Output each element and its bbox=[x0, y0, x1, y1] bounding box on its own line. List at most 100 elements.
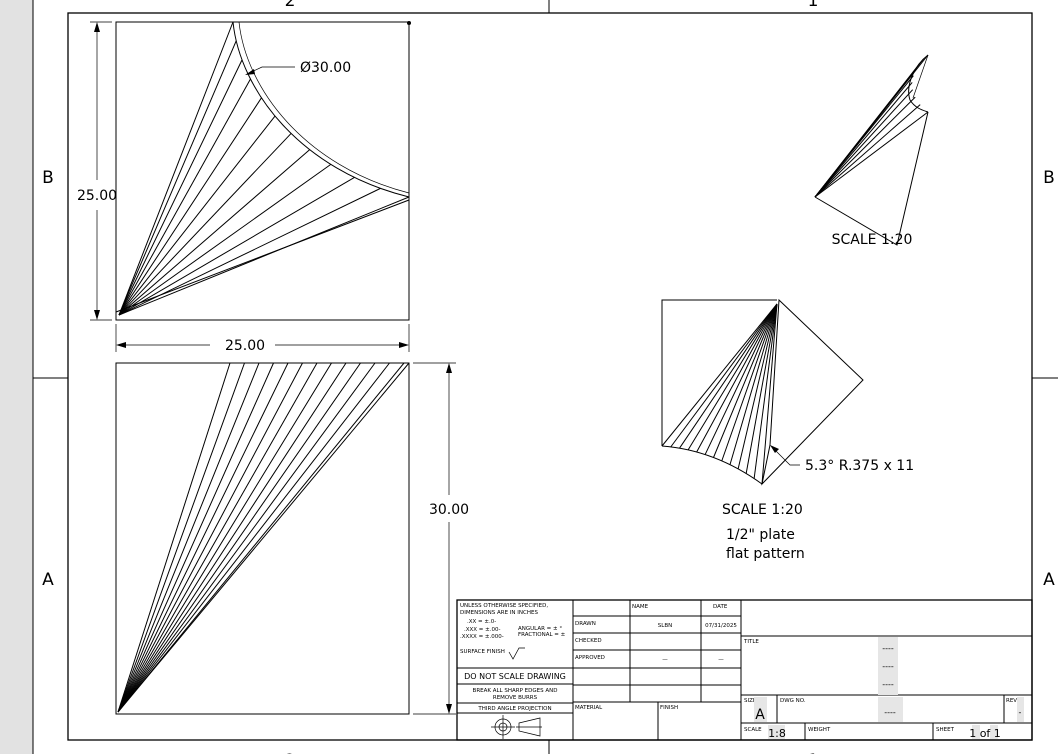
fan-line bbox=[117, 362, 231, 713]
fan-line bbox=[118, 163, 332, 316]
svg-text:FINISH: FINISH bbox=[660, 705, 678, 711]
zone-label: A bbox=[1043, 570, 1055, 590]
svg-text:.XXXX = ±.000-: .XXXX = ±.000- bbox=[460, 634, 504, 640]
fan-line bbox=[118, 40, 237, 316]
fan-line bbox=[687, 303, 778, 451]
fan-line bbox=[118, 59, 243, 316]
zone-label: B bbox=[1043, 168, 1055, 188]
zone-label: A bbox=[42, 570, 54, 590]
svg-text:1/2" plate: 1/2" plate bbox=[726, 527, 795, 543]
fan-line bbox=[814, 89, 914, 198]
fan-line bbox=[117, 362, 410, 713]
svg-text:DRAWN: DRAWN bbox=[575, 621, 596, 627]
svg-text:THIRD ANGLE PROJECTION: THIRD ANGLE PROJECTION bbox=[477, 706, 551, 712]
surface-finish-icon bbox=[508, 647, 525, 660]
fan-line bbox=[117, 362, 289, 713]
svg-text:CHECKED: CHECKED bbox=[575, 638, 602, 644]
svg-text:SURFACE FINISH: SURFACE FINISH bbox=[460, 649, 505, 655]
fan-line bbox=[118, 196, 410, 316]
fan-line bbox=[814, 75, 914, 198]
front-view[interactable]: 30.00 bbox=[115, 362, 469, 715]
svg-text:.XXX = ±.00-: .XXX = ±.00- bbox=[464, 627, 501, 633]
fan-line bbox=[117, 362, 245, 713]
fan-line bbox=[117, 362, 303, 713]
fan-line bbox=[117, 362, 347, 713]
svg-text:1:8: 1:8 bbox=[768, 727, 786, 740]
fan-line bbox=[745, 303, 778, 474]
svg-text:-: - bbox=[1019, 708, 1022, 717]
fan-line bbox=[814, 104, 921, 198]
fan-line bbox=[117, 362, 361, 713]
svg-text:----: ---- bbox=[882, 680, 894, 689]
svg-text:25.00: 25.00 bbox=[77, 188, 117, 204]
svg-text:—: — bbox=[718, 657, 724, 663]
svg-text:1 of 1: 1 of 1 bbox=[969, 727, 1001, 740]
zone-label: B bbox=[42, 168, 54, 188]
zone-label: 2 bbox=[285, 751, 296, 754]
fan-line bbox=[713, 303, 778, 458]
fan-line bbox=[117, 362, 260, 713]
zone-label: 1 bbox=[808, 751, 819, 754]
fan-line bbox=[117, 362, 405, 713]
fan-line bbox=[118, 115, 276, 316]
third-angle-projection-icon bbox=[491, 715, 542, 739]
fan-line bbox=[118, 97, 262, 316]
svg-text:flat pattern: flat pattern bbox=[726, 546, 805, 562]
svg-text:—: — bbox=[662, 657, 668, 663]
svg-text:FRACTIONAL = ±: FRACTIONAL = ± bbox=[518, 632, 566, 638]
title-block: UNLESS OTHERWISE SPECIFIED, DIMENSIONS A… bbox=[456, 599, 1033, 741]
fan-line bbox=[117, 362, 274, 713]
svg-text:DO NOT SCALE DRAWING: DO NOT SCALE DRAWING bbox=[464, 672, 566, 681]
fan-line bbox=[117, 362, 390, 713]
fan-line bbox=[118, 21, 234, 316]
fan-line bbox=[679, 303, 778, 449]
svg-text:----: ---- bbox=[884, 708, 896, 717]
svg-text:REV: REV bbox=[1006, 698, 1017, 704]
fan-line bbox=[761, 303, 778, 485]
fan-line bbox=[118, 78, 251, 316]
fan-line bbox=[814, 96, 916, 198]
svg-text:MATERIAL: MATERIAL bbox=[575, 705, 603, 711]
fan-line bbox=[737, 303, 778, 469]
svg-text:TITLE: TITLE bbox=[743, 639, 759, 645]
svg-text:DIMENSIONS ARE IN INCHES: DIMENSIONS ARE IN INCHES bbox=[460, 610, 538, 616]
fan-line bbox=[117, 362, 376, 713]
svg-text:A: A bbox=[755, 707, 765, 723]
flat-pattern-view[interactable]: 5.3° R.375 x 11 SCALE 1:20 1/2" plate fl… bbox=[661, 298, 914, 562]
fan-line bbox=[704, 303, 778, 455]
svg-text:WEIGHT: WEIGHT bbox=[808, 727, 831, 733]
fan-line bbox=[814, 82, 913, 198]
svg-text:07/31/2025: 07/31/2025 bbox=[705, 623, 737, 629]
svg-text:APPROVED: APPROVED bbox=[575, 655, 605, 661]
fan-line bbox=[721, 303, 778, 462]
svg-text:UNLESS OTHERWISE SPECIFIED,: UNLESS OTHERWISE SPECIFIED, bbox=[460, 603, 548, 609]
dimension-diameter: Ø30.00 bbox=[245, 60, 351, 76]
fan-line bbox=[696, 303, 778, 453]
svg-text:5.3° R.375 x 11: 5.3° R.375 x 11 bbox=[805, 458, 914, 474]
zone-label: 1 bbox=[808, 0, 819, 11]
svg-text:30.00: 30.00 bbox=[429, 502, 469, 518]
svg-text:SIZE: SIZE bbox=[744, 698, 757, 704]
top-view[interactable]: 25.00 25.00 Ø30.00 bbox=[77, 21, 411, 354]
svg-text:DATE: DATE bbox=[713, 604, 728, 610]
zone-label: 2 bbox=[285, 0, 296, 11]
fan-line bbox=[117, 362, 318, 713]
svg-text:SCALE 1:20: SCALE 1:20 bbox=[832, 232, 913, 248]
svg-text:25.00: 25.00 bbox=[225, 338, 265, 354]
fan-line bbox=[117, 362, 332, 713]
fan-line bbox=[118, 176, 355, 316]
fan-line bbox=[753, 303, 778, 479]
dimension-width: 25.00 bbox=[115, 324, 410, 354]
dimension-height: 25.00 bbox=[77, 21, 117, 321]
svg-text:DWG NO.: DWG NO. bbox=[780, 698, 806, 704]
svg-text:SCALE 1:20: SCALE 1:20 bbox=[722, 502, 803, 518]
fan-line bbox=[118, 133, 292, 316]
svg-text:ANGULAR = ± °: ANGULAR = ± ° bbox=[518, 626, 562, 632]
dimension-height: 30.00 bbox=[413, 362, 469, 715]
isometric-view[interactable]: SCALE 1:20 bbox=[814, 54, 929, 248]
svg-text:----: ---- bbox=[882, 662, 894, 671]
fan-line bbox=[814, 111, 929, 198]
fan-line bbox=[670, 303, 778, 448]
fan-line bbox=[118, 149, 311, 316]
